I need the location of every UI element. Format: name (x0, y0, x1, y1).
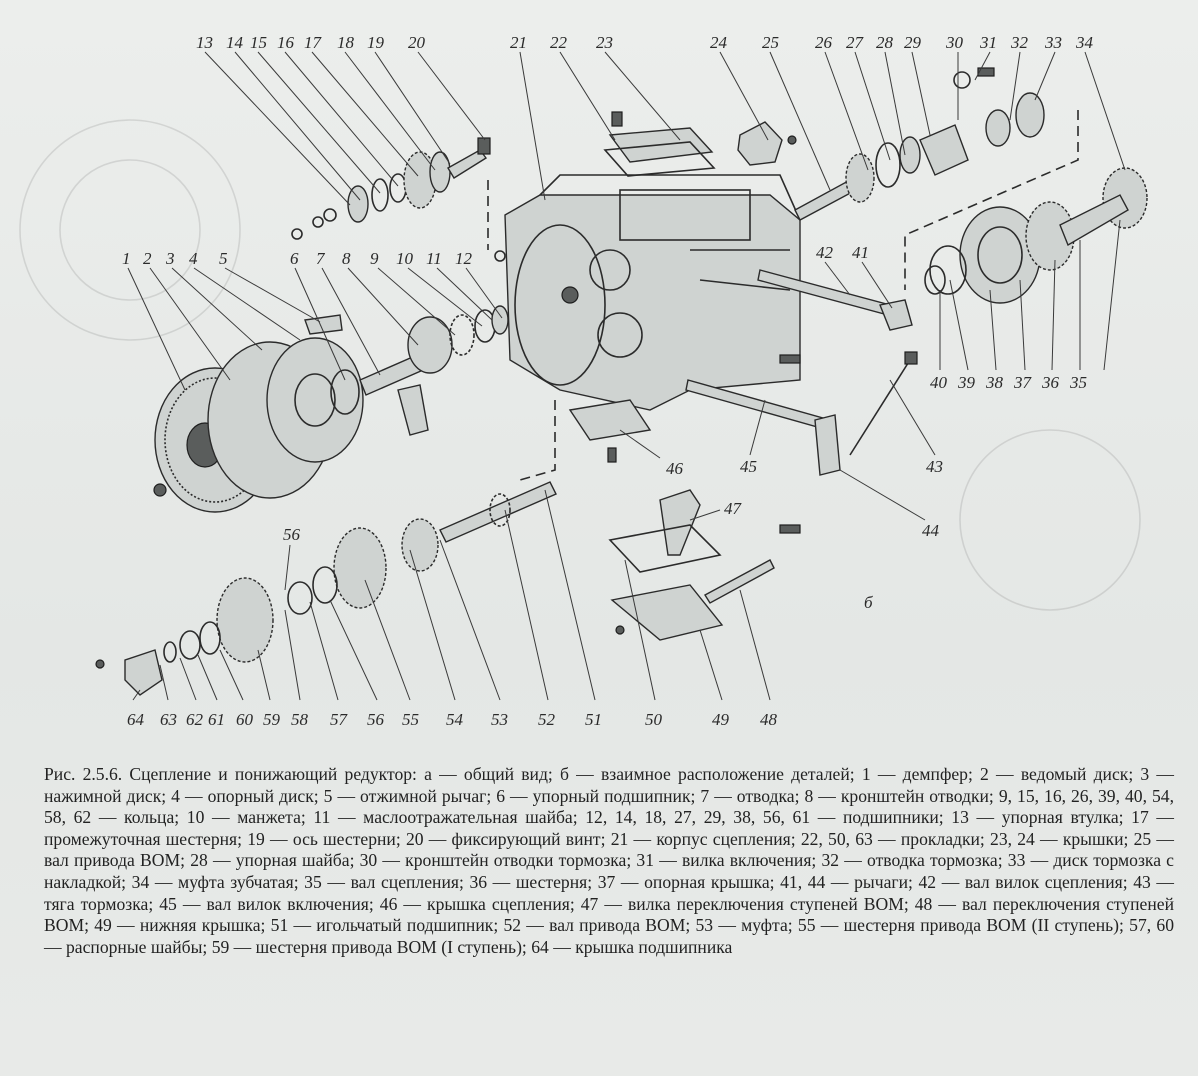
label-49: 49 (712, 710, 730, 729)
label-28: 28 (876, 33, 894, 52)
label-30: 30 (945, 33, 964, 52)
label-53: 53 (491, 710, 508, 729)
label-19: 19 (367, 33, 385, 52)
label-55: 55 (402, 710, 419, 729)
label-35: 35 (1069, 373, 1087, 392)
label-31: 31 (979, 33, 997, 52)
label-15: 15 (250, 33, 267, 52)
clutch-shaft-assembly (924, 194, 1129, 304)
label-42: 42 (816, 243, 834, 262)
label-18: 18 (337, 33, 355, 52)
label-57: 57 (330, 710, 349, 729)
label-33: 33 (1044, 33, 1062, 52)
label-46: 46 (666, 459, 684, 478)
label-51: 51 (585, 710, 602, 729)
label-25: 25 (762, 33, 779, 52)
callout-labels: 13 14 15 16 17 18 19 20 21 22 23 24 25 2… (122, 33, 1094, 729)
label-59: 59 (263, 710, 281, 729)
label-9: 9 (370, 249, 379, 268)
label-47: 47 (724, 499, 743, 518)
label-64: 64 (127, 710, 145, 729)
label-14: 14 (226, 33, 244, 52)
leader-lines (127, 51, 1126, 701)
label-17: 17 (304, 33, 323, 52)
label-44: 44 (922, 521, 940, 540)
pto-drive-shaft-assembly (794, 67, 1148, 229)
label-7: 7 (316, 249, 326, 268)
label-20: 20 (408, 33, 426, 52)
release-assembly (304, 305, 509, 436)
exploded-view-svg: 13 14 15 16 17 18 19 20 21 22 23 24 25 2… (19, 33, 1148, 729)
label-63: 63 (160, 710, 177, 729)
label-34: 34 (1075, 33, 1094, 52)
label-5: 5 (219, 249, 228, 268)
label-10: 10 (396, 249, 414, 268)
label-54: 54 (446, 710, 464, 729)
label-56-top: 56 (283, 525, 301, 544)
label-37: 37 (1013, 373, 1033, 392)
label-38: 38 (985, 373, 1004, 392)
label-58: 58 (291, 710, 309, 729)
label-50: 50 (645, 710, 663, 729)
label-16: 16 (277, 33, 295, 52)
label-62: 62 (186, 710, 204, 729)
pto-drive-lower-assembly (95, 481, 557, 696)
cover-23-and-gasket-22 (603, 111, 716, 177)
label-45: 45 (740, 457, 757, 476)
clutch-housing (494, 174, 801, 411)
exploded-view-drawing: 13 14 15 16 17 18 19 20 21 22 23 24 25 2… (19, 33, 1148, 729)
label-40: 40 (930, 373, 948, 392)
pto-shift-assembly (608, 489, 801, 641)
label-13: 13 (196, 33, 213, 52)
label-52: 52 (538, 710, 556, 729)
fork-shafts-and-levers (685, 269, 918, 476)
label-22: 22 (550, 33, 568, 52)
label-60: 60 (236, 710, 254, 729)
label-6: 6 (290, 249, 299, 268)
label-32: 32 (1010, 33, 1029, 52)
label-26: 26 (815, 33, 833, 52)
label-43: 43 (926, 457, 943, 476)
label-2: 2 (143, 249, 152, 268)
cover-24 (737, 121, 797, 166)
label-27: 27 (846, 33, 865, 52)
label-11: 11 (426, 249, 442, 268)
label-48: 48 (760, 710, 778, 729)
assembly-line-right (904, 110, 1079, 290)
label-24: 24 (710, 33, 728, 52)
label-61: 61 (208, 710, 225, 729)
label-41: 41 (852, 243, 869, 262)
intermediate-gear-assembly (291, 137, 491, 240)
label-8: 8 (342, 249, 351, 268)
label-39: 39 (957, 373, 976, 392)
figure-caption: Рис. 2.5.6. Сцепление и понижающий редук… (44, 764, 1174, 957)
label-12: 12 (455, 249, 473, 268)
label-3: 3 (165, 249, 175, 268)
label-23: 23 (596, 33, 613, 52)
clutch-cover-46 (568, 399, 652, 463)
label-36: 36 (1041, 373, 1060, 392)
assembly-line-center (519, 400, 556, 481)
label-21: 21 (510, 33, 527, 52)
label-1: 1 (122, 249, 131, 268)
label-56-bottom: 56 (367, 710, 385, 729)
background-ghost (19, 119, 1141, 611)
clutch-pack (153, 337, 364, 513)
label-29: 29 (904, 33, 922, 52)
label-4: 4 (189, 249, 198, 268)
label-b: б (864, 593, 873, 612)
